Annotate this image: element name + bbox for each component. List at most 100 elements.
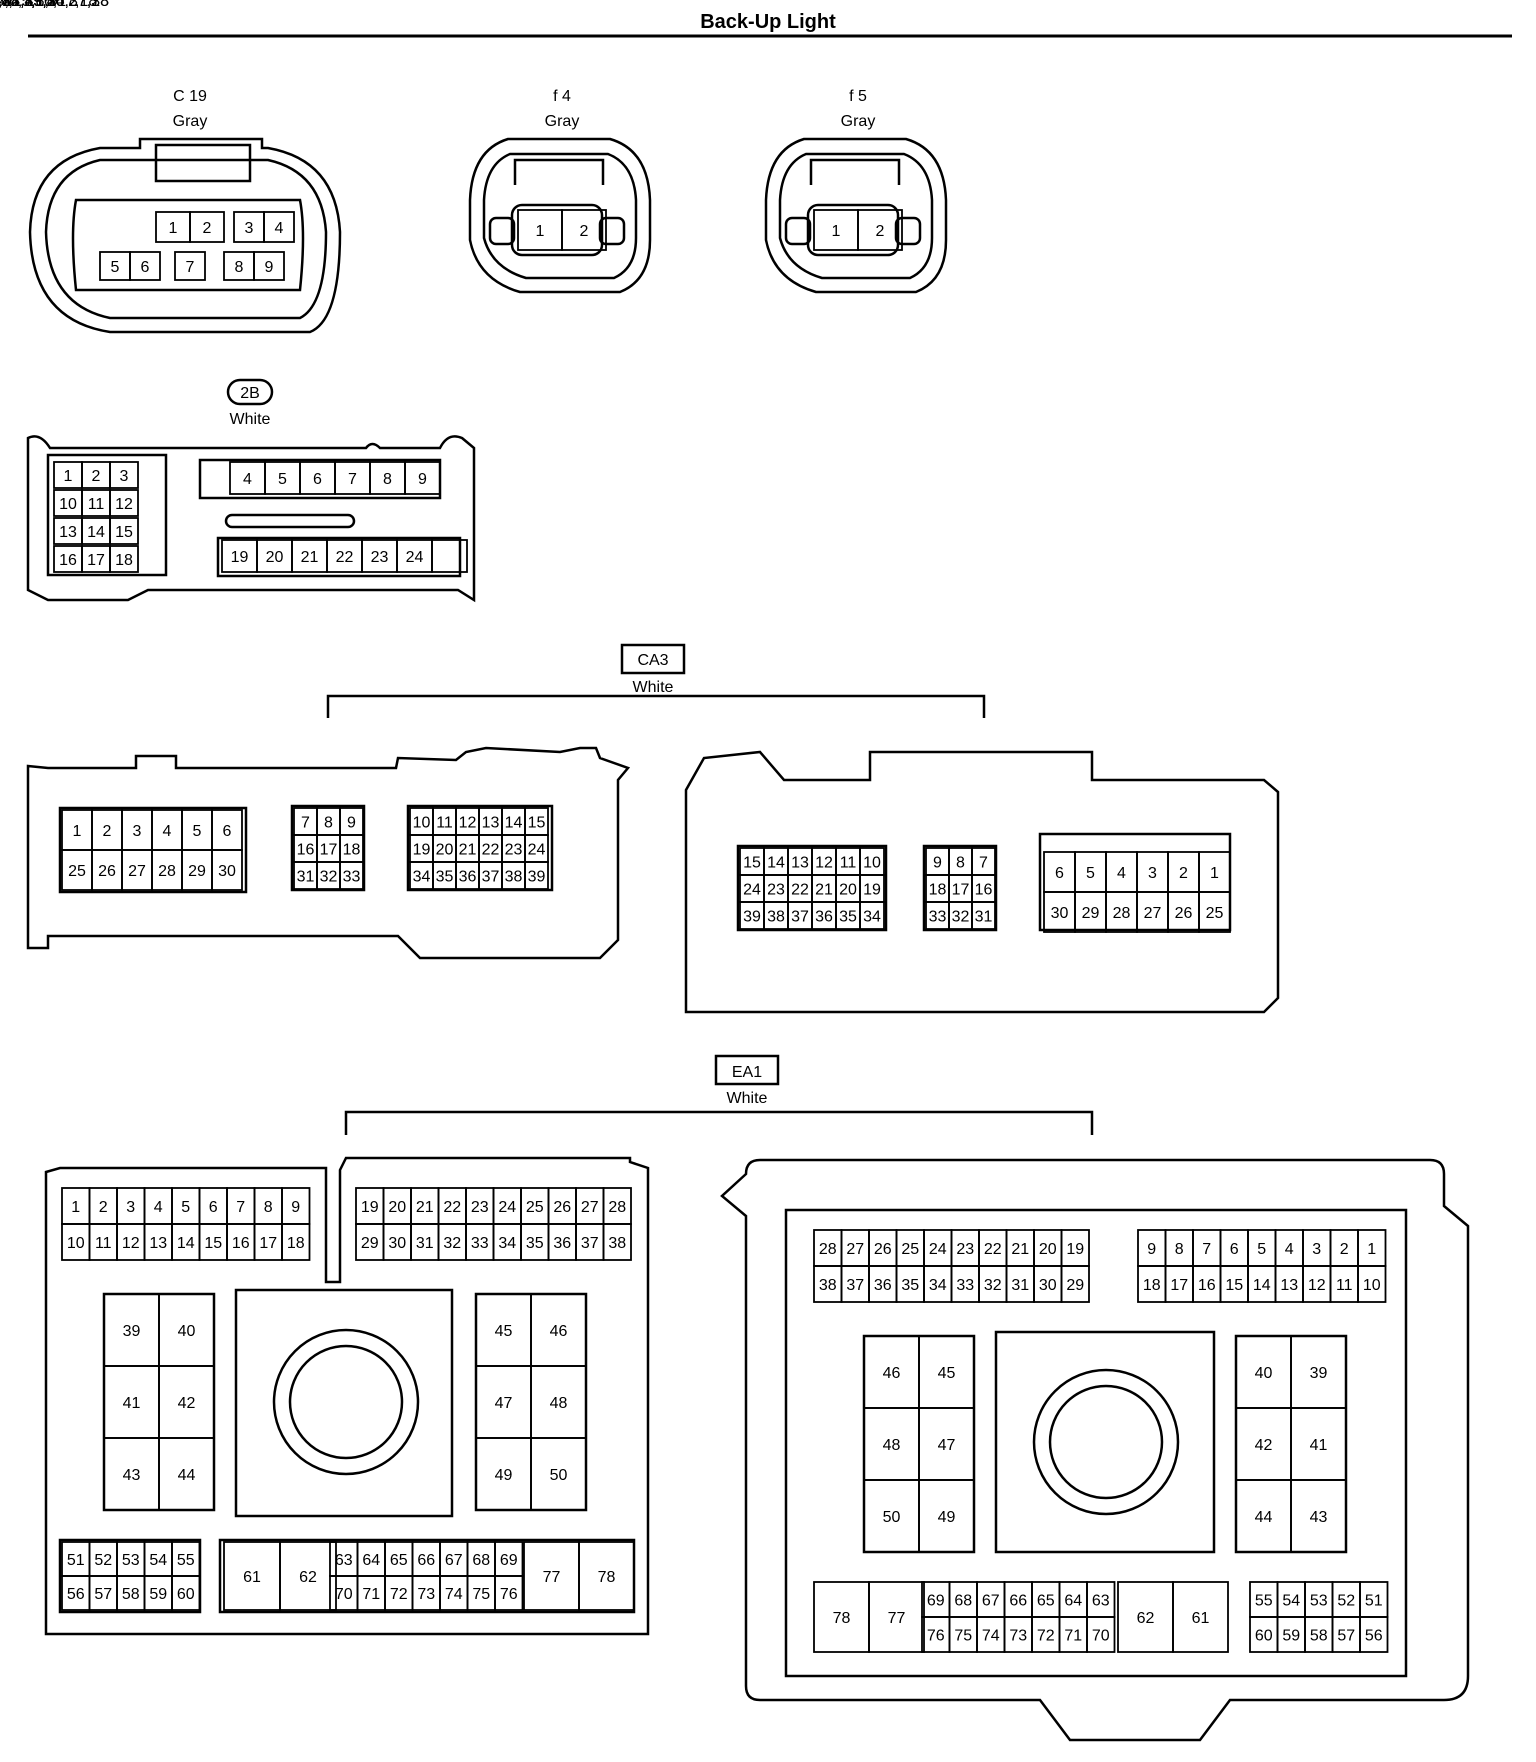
pin-cell-ca3_right-3: 3 [1136,851,1169,893]
pin-label: 72 [1037,1628,1055,1645]
connector-color-ea1: White [727,1090,768,1107]
pin-label: 2 [203,220,212,237]
pin-label: 30 [388,1235,406,1252]
pin-label: 17 [952,882,970,899]
pin-label: 27 [1144,905,1162,922]
pin-cell-ca3_left-15: 15 [524,807,549,836]
pin-cell-ea1_left-22: 22 [437,1187,467,1225]
pin-cell-ea1_right-63: 63 [1086,1581,1116,1618]
pin-label: 35 [901,1277,919,1294]
pin-label: 31 [416,1235,434,1252]
pin-label: 11 [840,855,857,872]
pin-label: 4 [163,823,172,840]
pin-cell-ea1_right-74: 74 [976,1616,1006,1653]
pin-label: 32 [952,909,970,926]
pin-label: 9 [265,259,274,276]
pin-cell-ea1_right-61: 61 [1172,1581,1229,1653]
pin-label: 21 [301,549,319,566]
pin-label: 47 [495,1395,513,1412]
pin-label: 39 [1310,1365,1328,1382]
pin-cell-ea1_right-51: 51 [1359,1581,1389,1618]
pin-label: 23 [505,842,523,859]
pin-cell-ea1_left-25: 25 [520,1187,550,1225]
pin-cell-ea1_right-42: 42 [1235,1407,1292,1481]
pin-label: 17 [1170,1277,1188,1294]
pin-label: 54 [1282,1593,1300,1610]
pin-label: 33 [956,1277,974,1294]
pin-label: 56 [67,1586,85,1603]
pin-label: 22 [443,1199,461,1216]
pin-cell-b2-3: 3 [109,461,139,489]
pin-cell-ea1_right-23: 23 [950,1229,980,1267]
pin-cell-ea1_left-17: 17 [253,1223,283,1261]
pin-cell-b2-4: 4 [229,461,266,495]
pin-cell-ea1_left-1: 1 [61,1187,91,1225]
pin-cell-ca3_right-9: 9 [925,847,950,876]
pin-cell-ea1_left-51: 51 [61,1541,91,1577]
pin-cell-ca3_left-7: 7 [293,807,318,836]
pin-cell-ea1_right-47: 47 [918,1407,975,1481]
pin-label: 1 [73,823,82,840]
pin-cell-ea1_left-33: 33 [465,1223,495,1261]
pin-cell-ea1_right-18: 18 [1137,1265,1167,1303]
pin-label: 65 [390,1552,408,1569]
pin-cell-ea1_left-65: 65 [384,1541,414,1577]
pin-label: 18 [929,882,947,899]
pin-cell-ea1_right-72: 72 [1031,1616,1061,1653]
pin-cell-b2-9: 9 [404,461,441,495]
pin-label: 70 [1092,1628,1110,1645]
pin-label: 64 [362,1552,380,1569]
pin-label: 12 [815,855,833,872]
pin-cell-ea1_right-33: 33 [950,1265,980,1303]
pin-label: 24 [406,549,424,566]
pin-cell-b2-24: 24 [396,539,433,573]
pin-cell-ea1_left-73: 73 [411,1575,441,1611]
pin-label: 11 [88,496,105,513]
pin-cell-ca3_right-21: 21 [811,874,837,903]
pin-cell-b2-19: 19 [221,539,258,573]
pin-cell-ea1_right-37: 37 [840,1265,870,1303]
pin-cell-ea1_left-55: 55 [171,1541,201,1577]
pin-cell-ea1_left-19: 19 [355,1187,385,1225]
pin-label: 25 [1206,905,1224,922]
pin-label: 37 [581,1235,599,1252]
pin-cell-ca3_left-9: 9 [339,807,364,836]
pin-cell-ea1_right-9: 9 [1137,1229,1167,1267]
pin-label: 42 [1255,1437,1273,1454]
pin-cell-b2-11: 11 [81,489,111,517]
pin-label: 10 [67,1235,85,1252]
pin-label: 17 [259,1235,277,1252]
pin-cell-b2-14: 14 [81,517,111,545]
connector-id-ca3: CA3 [637,652,668,669]
pin-cell-ea1_right-13: 13 [1274,1265,1304,1303]
pin-label: 66 [1009,1593,1027,1610]
pin-label: 67 [982,1593,1000,1610]
pin-label: 38 [608,1235,626,1252]
pin-label: 46 [550,1323,568,1340]
pin-label: 27 [846,1241,864,1258]
connector-id-b2: 2B [240,385,260,402]
pin-cell-ea1_left-6: 6 [198,1187,228,1225]
pin-label: 15 [204,1235,222,1252]
pin-label: 64 [1064,1593,1082,1610]
pin-label: 11 [436,815,453,832]
pin-cell-c19-9: 9 [253,251,285,281]
pin-cell-ea1_left-36: 36 [547,1223,577,1261]
pin-cell-ca3_right-8: 8 [948,847,973,876]
pin-label: 71 [1064,1628,1082,1645]
pin-label: 44 [178,1467,196,1484]
pin-cell-ca3_left-21: 21 [455,834,480,863]
pin-cell-ca3_left-17: 17 [316,834,341,863]
pin-label: 6 [1055,865,1064,882]
pin-label: 70 [335,1586,353,1603]
pin-label: 16 [975,882,993,899]
pin-cell-ca3_right-10: 10 [859,847,885,876]
pin-cell-ea1_right-3: 3 [1302,1229,1332,1267]
pin-label: 16 [1198,1277,1216,1294]
pin-label: 9 [291,1199,300,1216]
pin-label: 9 [418,471,427,488]
pin-cell-ca3_left-16: 16 [293,834,318,863]
pin-label: 73 [417,1586,435,1603]
pin-label: 26 [98,863,116,880]
pin-cell-ea1_right-35: 35 [895,1265,925,1303]
